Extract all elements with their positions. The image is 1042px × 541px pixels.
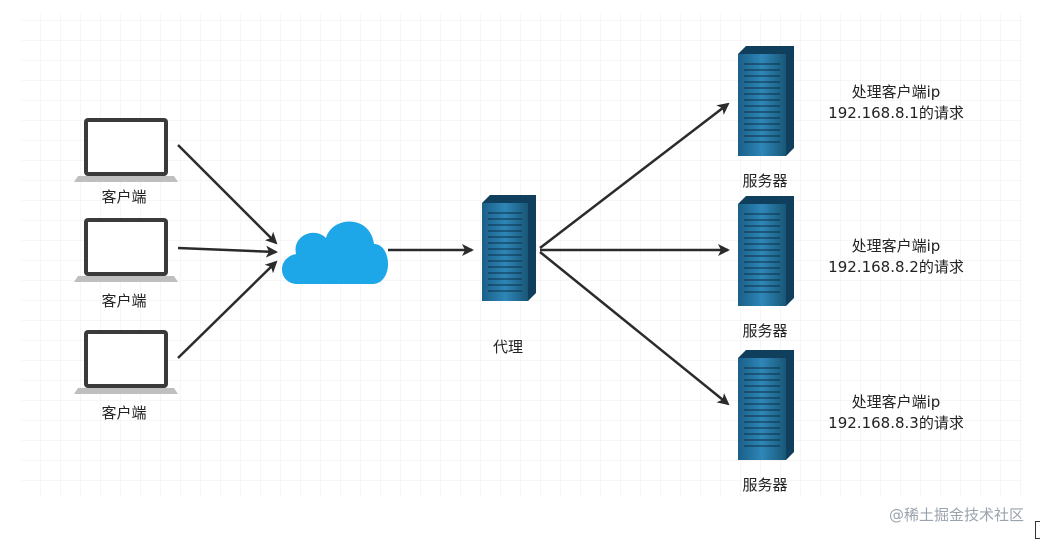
arrow-client2-cloud [177,245,278,258]
server-note: 处理客户端ip 192.168.8.2的请求 [806,236,986,278]
laptop-icon [74,218,178,282]
arrow-client1-cloud [177,144,278,245]
arrow-proxy-server3 [539,251,730,406]
client-label: 客户端 [101,188,147,206]
client-label: 客户端 [101,292,147,310]
corner-bracket [1035,521,1040,539]
laptop-icon [74,330,178,394]
server-icon [738,350,794,460]
server-note: 处理客户端ip 192.168.8.3的请求 [806,392,986,434]
watermark: @稀土掘金技术社区 [888,506,1024,524]
server-note-line1: 处理客户端ip [851,83,941,101]
server-icon [738,46,794,156]
arrow-client3-cloud [177,260,278,359]
server-note-line2: 192.168.8.3的请求 [828,414,964,432]
proxy-server-icon [482,195,536,301]
server-icon [738,196,794,306]
server-note-line2: 192.168.8.2的请求 [828,258,964,276]
server-note-line1: 处理客户端ip [851,393,941,411]
server-note-line2: 192.168.8.1的请求 [828,104,964,122]
server-note: 处理客户端ip 192.168.8.1的请求 [806,82,986,124]
cloud-icon [281,221,388,284]
laptop-icon [74,118,178,182]
server-label: 服务器 [742,476,788,494]
server-label: 服务器 [742,172,788,190]
client-label: 客户端 [101,404,147,422]
server-label: 服务器 [742,322,788,340]
server-note-line1: 处理客户端ip [851,237,941,255]
proxy-label: 代理 [492,338,523,356]
arrow-proxy-server1 [539,102,730,249]
